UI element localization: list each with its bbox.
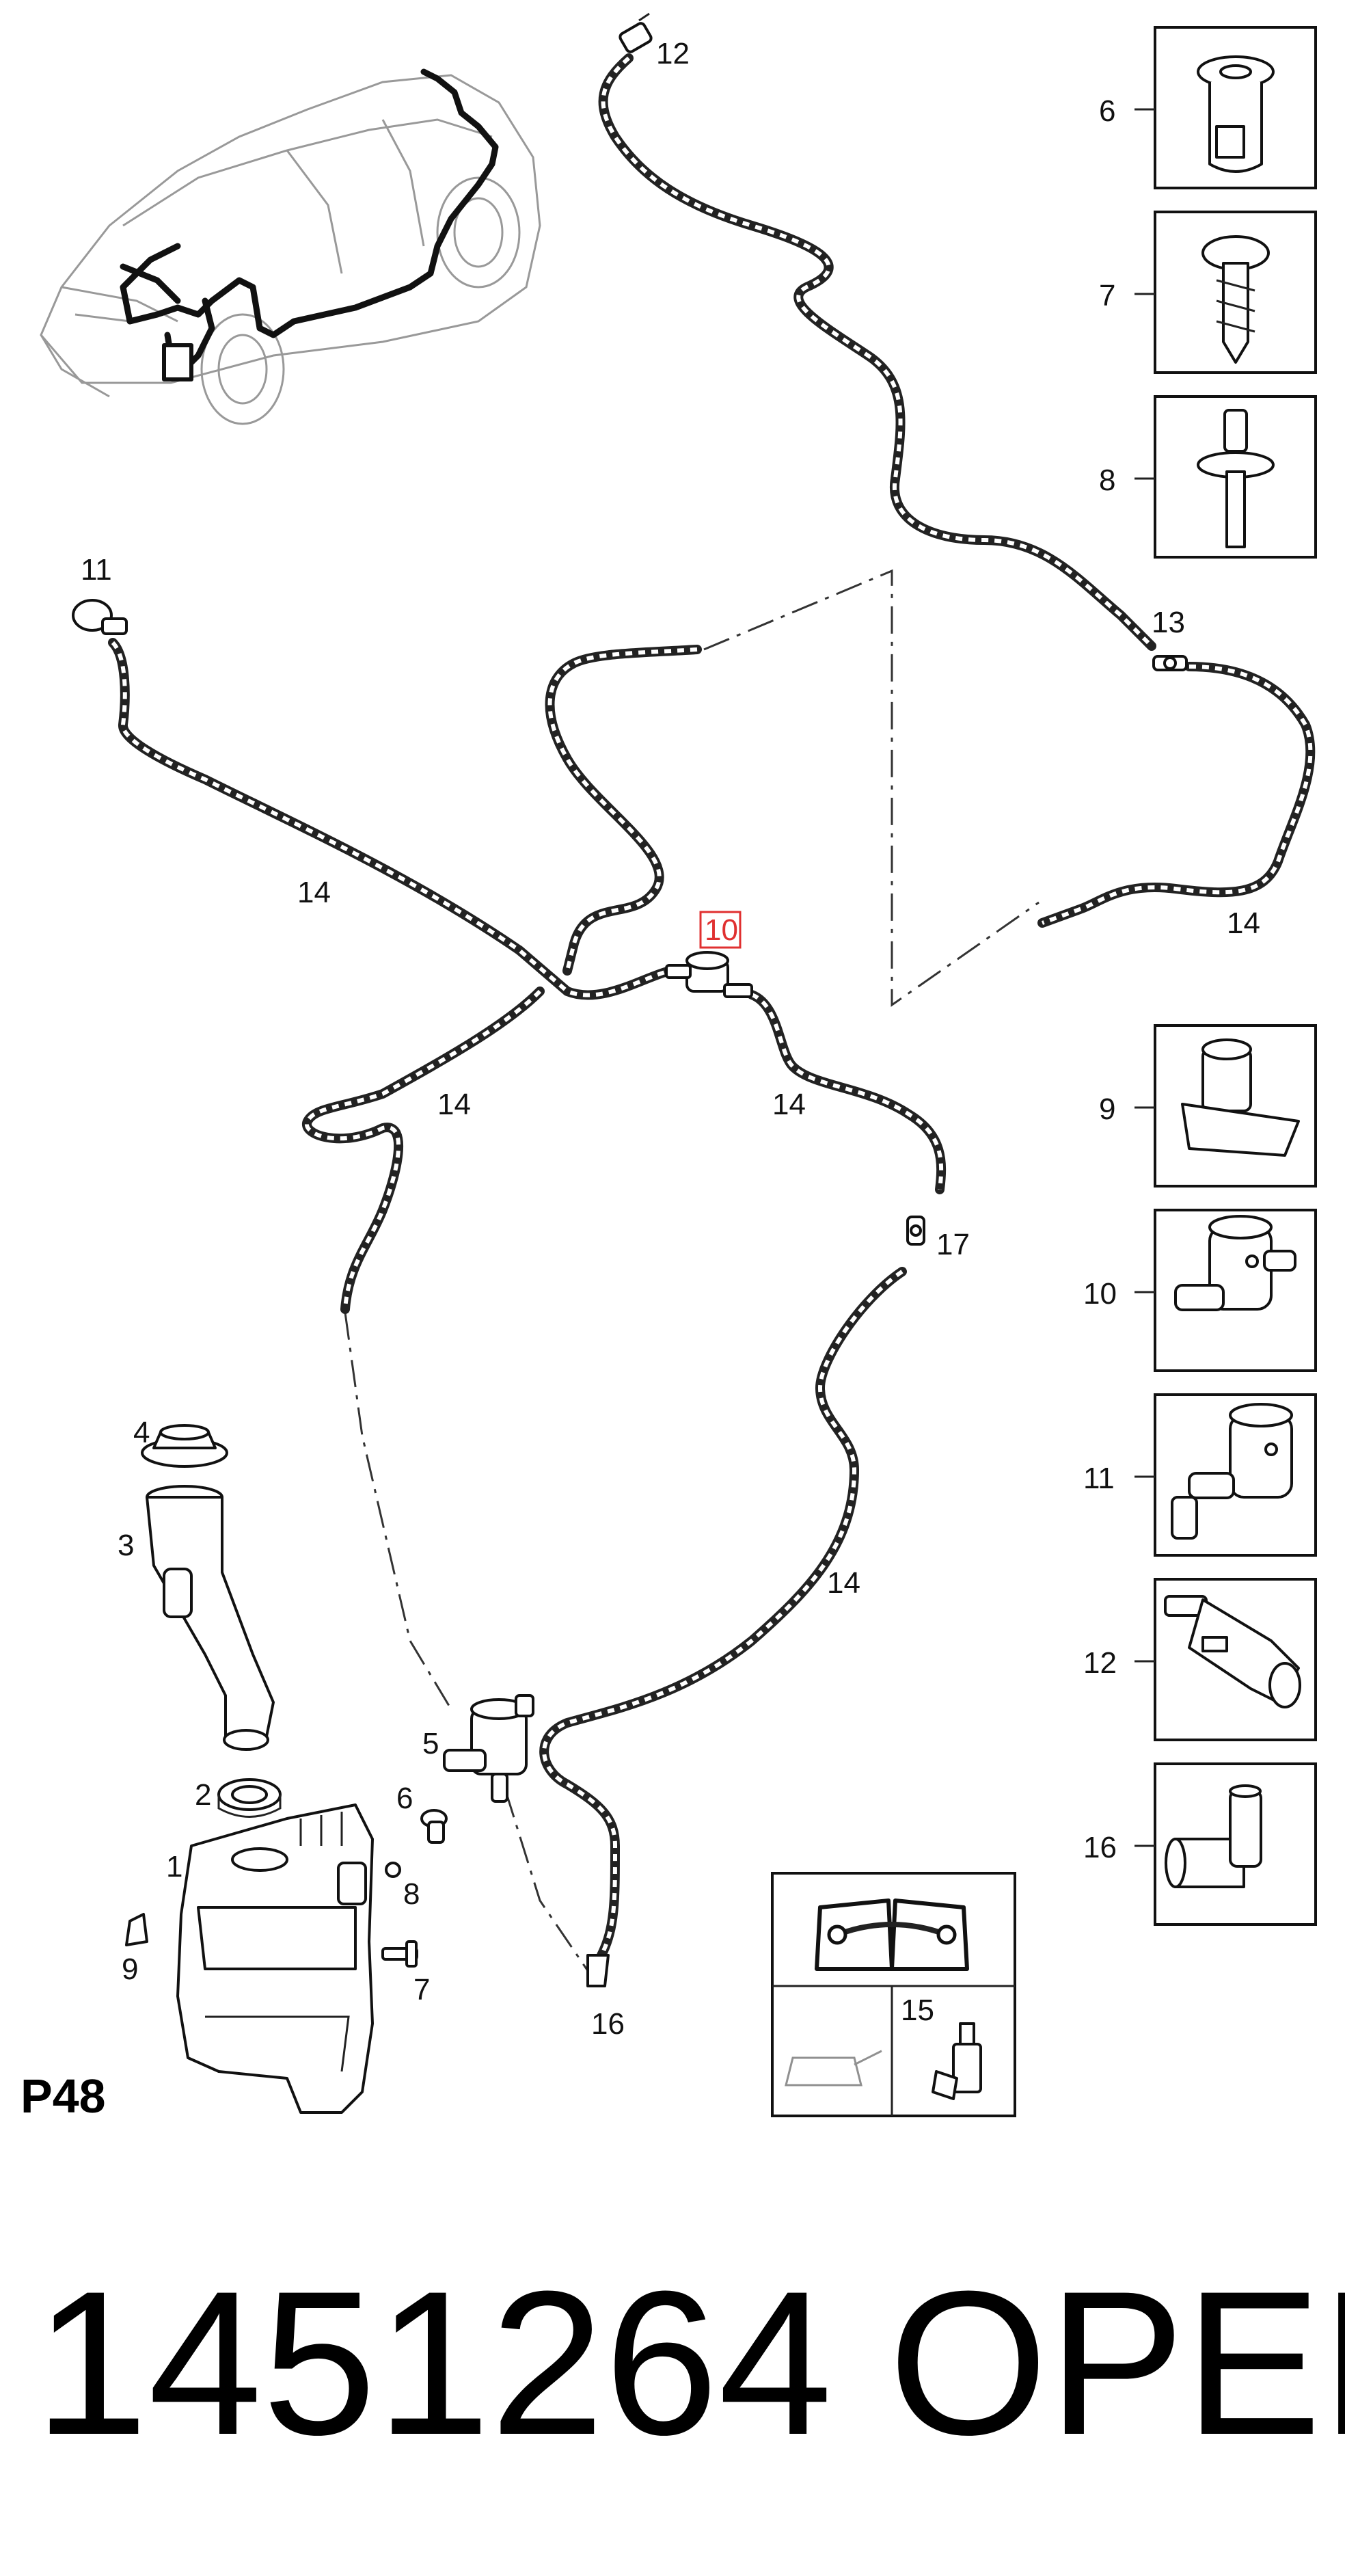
callout-17: 17 [936, 1228, 970, 1261]
pin-8 [385, 1862, 401, 1878]
part-number: 1451264 [34, 2248, 832, 2478]
legend-7 [1135, 211, 1317, 374]
brand-name: OPEL [888, 2248, 1345, 2478]
filler-cap-4 [141, 1424, 228, 1468]
legend-11 [1135, 1393, 1317, 1557]
legend-boxes [1135, 26, 1317, 1926]
connector-13 [1152, 655, 1188, 671]
highlight-box [699, 911, 742, 949]
callout-6: 6 [396, 1782, 413, 1815]
callout-9: 9 [122, 1953, 138, 1986]
callout-2: 2 [195, 1778, 211, 1812]
callout-15: 15 [901, 1994, 934, 2027]
legend-label-8: 8 [1099, 464, 1115, 497]
hose-rear-right [1037, 662, 1316, 928]
hose-left-long [108, 638, 675, 1000]
hose-upper-loop [545, 645, 702, 976]
fluid-bottle-icon [932, 2022, 982, 2100]
hose-long-to-pump [539, 1267, 907, 1960]
legend-16 [1135, 1762, 1317, 1926]
reservoir-1 [176, 1803, 374, 2114]
callout-11-top: 11 [81, 553, 112, 587]
legend-label-6: 6 [1099, 94, 1115, 128]
legend-label-16: 16 [1083, 1831, 1117, 1864]
hose-connectors [72, 12, 1188, 1246]
callout-16-bottom: 16 [591, 2007, 625, 2041]
legend-label-12: 12 [1083, 1646, 1117, 1680]
filler-neck-3 [146, 1485, 275, 1751]
hose-right-lower [747, 990, 947, 1194]
callout-8: 8 [403, 1877, 420, 1911]
legend-label-10: 10 [1083, 1277, 1117, 1311]
oil-can-icon [785, 2050, 882, 2087]
callout-14c: 14 [437, 1088, 471, 1121]
callout-5: 5 [422, 1727, 439, 1760]
grommet-6 [420, 1809, 448, 1844]
legend-9 [1135, 1024, 1317, 1188]
manual-book-icon [815, 1899, 969, 1971]
screw-7 [381, 1940, 418, 1968]
connector-17 [906, 1216, 925, 1246]
hose-to-rear-nozzle [598, 53, 1156, 651]
callout-4: 4 [133, 1416, 150, 1449]
callout-14e: 14 [827, 1566, 860, 1600]
elbow-16-bottom [586, 1954, 610, 1987]
callout-7: 7 [413, 1973, 430, 2007]
guide-lines [344, 569, 1040, 1976]
legend-8 [1135, 395, 1317, 559]
callout-14d: 14 [772, 1088, 806, 1121]
callout-3: 3 [118, 1529, 134, 1562]
legend-10 [1135, 1209, 1317, 1372]
hoses [108, 53, 1316, 1960]
clip-9 [125, 1913, 148, 1946]
callout-12-top: 12 [656, 37, 690, 70]
hose-left-lower [302, 987, 545, 1314]
legend-label-7: 7 [1099, 279, 1115, 312]
callout-13: 13 [1152, 606, 1185, 639]
callouts: 12 11 13 14 14 10 14 14 17 4 3 14 5 2 6 … [81, 37, 1260, 2041]
legend-label-9: 9 [1099, 1092, 1115, 1126]
callout-1: 1 [166, 1850, 182, 1883]
legend-12 [1135, 1578, 1317, 1741]
legend-label-11: 11 [1083, 1462, 1115, 1495]
callout-10-highlight: 10 [705, 913, 738, 947]
legend-6 [1135, 26, 1317, 189]
nozzle-11-left [72, 599, 128, 635]
pump-5 [443, 1694, 534, 1803]
manual-box [771, 1872, 1016, 2117]
callout-14b: 14 [1227, 907, 1260, 940]
connector-12-top [619, 12, 653, 53]
page-code: P48 [21, 2069, 106, 2123]
seal-2 [217, 1778, 282, 1818]
nozzle-10-center [665, 951, 753, 998]
reservoir-assembly [125, 1424, 610, 2114]
callout-14a: 14 [297, 876, 331, 909]
car-thumbnail [40, 68, 541, 425]
